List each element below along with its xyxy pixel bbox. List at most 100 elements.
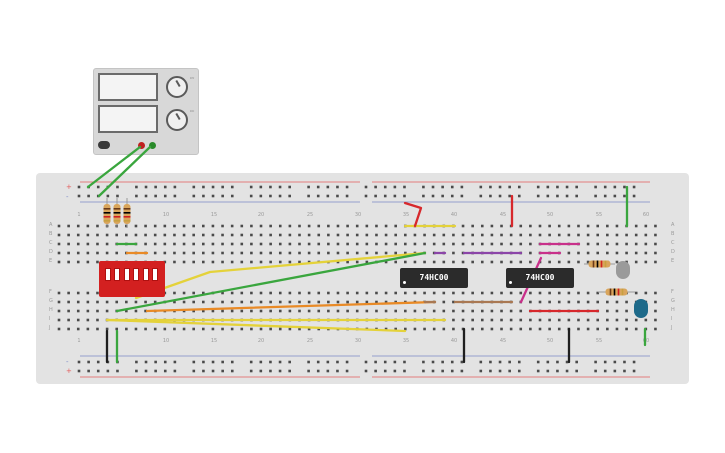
rail-hole — [345, 360, 349, 364]
hole — [327, 233, 330, 237]
rail-hole — [288, 360, 291, 364]
hole — [538, 291, 542, 295]
hole — [182, 327, 186, 331]
hole — [500, 327, 503, 331]
dip-toggle[interactable] — [105, 268, 111, 281]
hole — [567, 300, 571, 304]
voltage-knob[interactable] — [166, 76, 188, 98]
rail-hole — [575, 360, 578, 364]
hole — [375, 309, 378, 313]
hole — [346, 242, 349, 246]
hole — [423, 242, 426, 246]
hole — [211, 327, 215, 331]
hole — [230, 251, 234, 255]
row-label: C — [671, 240, 675, 246]
rail-hole — [632, 185, 636, 189]
hole — [634, 327, 638, 331]
hole — [365, 291, 369, 295]
column-number: 10 — [162, 338, 170, 344]
hole — [259, 233, 263, 237]
positive-terminal[interactable] — [138, 142, 145, 149]
hole — [461, 233, 465, 237]
hole — [490, 327, 494, 331]
row-label: D — [49, 249, 53, 255]
hole — [221, 224, 224, 228]
rail-hole — [269, 185, 272, 189]
hole — [432, 327, 436, 331]
hole — [500, 309, 503, 313]
power-switch[interactable] — [98, 141, 110, 149]
current-display — [98, 105, 158, 133]
row-label: G — [49, 298, 53, 304]
hole — [596, 233, 600, 237]
hole — [96, 242, 99, 246]
rail-sign-top-plus: + — [66, 183, 72, 191]
hole — [211, 300, 215, 304]
hole — [442, 233, 446, 237]
rail-hole — [307, 369, 310, 373]
rail-hole — [489, 194, 492, 198]
rail-hole — [383, 194, 387, 198]
hole — [471, 327, 474, 331]
hole — [221, 327, 224, 331]
rail-hole — [431, 194, 435, 198]
rail-hole — [575, 369, 578, 373]
hole — [634, 251, 638, 255]
hole — [375, 242, 378, 246]
hole — [538, 327, 542, 331]
hole — [452, 327, 455, 331]
hole — [654, 242, 657, 246]
dip-toggle[interactable] — [114, 268, 121, 281]
hole — [298, 291, 301, 295]
power-supply[interactable]: CV CC — [93, 68, 199, 155]
hole — [230, 242, 234, 246]
dip-switch[interactable] — [99, 261, 165, 297]
hole — [557, 300, 561, 304]
rail-hole — [221, 369, 224, 373]
rail-hole — [316, 369, 320, 373]
hole — [278, 260, 282, 264]
hole — [625, 242, 628, 246]
rail-hole — [364, 194, 368, 198]
hole — [202, 300, 205, 304]
hole — [567, 251, 571, 255]
current-knob[interactable] — [166, 109, 188, 131]
dip-toggle[interactable] — [133, 268, 140, 281]
dip-toggle[interactable] — [123, 268, 130, 281]
hole — [250, 300, 253, 304]
hole — [423, 309, 426, 313]
chip-74hc00[interactable]: 74HC00 — [506, 268, 574, 288]
hole — [269, 224, 272, 228]
hole — [173, 251, 176, 255]
knob-label-cc: CC — [190, 109, 195, 113]
dip-toggle[interactable] — [152, 268, 158, 281]
rail-hole — [77, 369, 81, 373]
hole — [298, 327, 301, 331]
row-label: H — [671, 307, 675, 313]
hole — [317, 327, 321, 331]
hole — [250, 251, 253, 255]
rail-hole — [393, 369, 397, 373]
resistor-band — [113, 212, 121, 214]
hole — [394, 224, 397, 228]
hole — [519, 233, 523, 237]
chip-74hc00[interactable]: 74HC00 — [400, 268, 468, 288]
hole — [509, 327, 513, 331]
hole — [230, 260, 234, 264]
hole — [192, 233, 195, 237]
hole — [336, 224, 340, 228]
rail-hole — [422, 369, 425, 373]
hole — [259, 327, 263, 331]
dip-toggle[interactable] — [142, 268, 149, 281]
row-label: A — [671, 222, 675, 228]
hole — [413, 233, 417, 237]
hole — [567, 224, 571, 228]
rail-hole — [269, 369, 272, 373]
rail-hole — [307, 360, 310, 364]
rail-hole — [613, 185, 617, 189]
negative-terminal[interactable] — [149, 142, 156, 149]
hole — [365, 224, 369, 228]
hole — [577, 300, 580, 304]
hole — [298, 224, 301, 228]
